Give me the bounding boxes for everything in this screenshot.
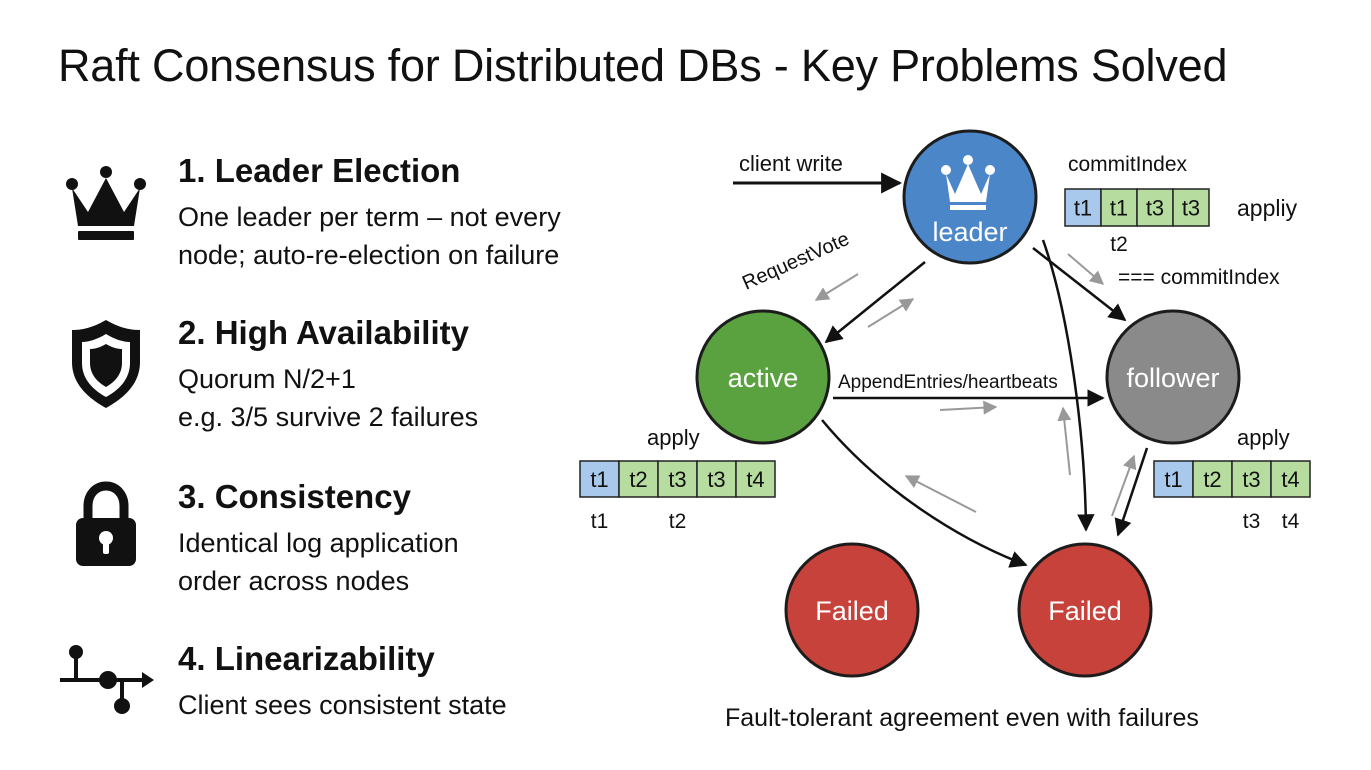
problem-description: Quorum N/2+1 e.g. 3/5 survive 2 failures (178, 360, 478, 436)
problem-leader-election: 1. Leader Election One leader per term –… (0, 152, 660, 282)
vote-reply-arrow (814, 273, 859, 301)
problem-high-availability: 2. High Availability Quorum N/2+1 e.g. 3… (0, 314, 660, 444)
log-cell (618, 460, 659, 498)
log-cell-text: t1 (1164, 467, 1182, 492)
problem-title: 1. Leader Election (178, 152, 461, 189)
problem-line: order across nodes (178, 566, 410, 596)
log-cell (735, 460, 776, 498)
log-cell-text: t3 (1146, 196, 1164, 221)
log-cell-text: t1 (590, 467, 608, 492)
leader-apply-label: appliy (1237, 195, 1298, 221)
node-label: Failed (815, 596, 889, 626)
node-label: leader (932, 217, 1007, 247)
commit-index-equal-label: === commitIndex (1118, 266, 1280, 289)
follower-failed-ack-arrow (1111, 454, 1137, 517)
log-cell-text: t3 (1242, 467, 1260, 492)
log-term-label: t3 (1243, 510, 1261, 533)
leader-follower-ack-arrow (1067, 253, 1105, 285)
problem-consistency: 3. Consistency Identical log application… (0, 478, 660, 608)
log-term-label: t2 (669, 510, 687, 533)
diagram-caption: Fault-tolerant agreement even with failu… (725, 704, 1199, 732)
problem-line: Client sees consistent state (178, 690, 507, 720)
log-active: t1 t1 t2 t3 t2 t3 t4 (579, 460, 776, 533)
log-term-label: t2 (1110, 233, 1128, 256)
log-cell (1153, 460, 1194, 498)
problem-description: One leader per term – not every node; au… (178, 198, 561, 274)
problem-line: node; auto-re-election on failure (178, 240, 560, 270)
lock-icon (58, 478, 154, 574)
crown-icon (58, 158, 154, 254)
active-to-failed-arrow (821, 419, 1028, 568)
node-failed-right: Failed (1017, 542, 1153, 678)
problem-line: Identical log application (178, 528, 459, 558)
node-label: follower (1126, 363, 1219, 393)
leader-to-failed-arrow (1041, 239, 1095, 532)
problem-linearizability: 4. Linearizability Client sees consisten… (0, 640, 660, 770)
node-follower: follower (1105, 309, 1241, 445)
problem-line: Quorum N/2+1 (178, 364, 356, 394)
problem-description: Client sees consistent state (178, 686, 507, 724)
problem-description: Identical log application order across n… (178, 524, 459, 600)
follower-apply-label: apply (1237, 425, 1290, 450)
vote-response-arrow (867, 298, 915, 328)
commit-index-label: commitIndex (1068, 153, 1188, 176)
append-reply-arrow (939, 400, 998, 415)
problem-title: 4. Linearizability (178, 640, 435, 677)
log-cell (1172, 188, 1210, 227)
log-cell-text: t3 (1182, 196, 1200, 221)
log-cell-text: t2 (629, 467, 647, 492)
node-failed-left: Failed (784, 542, 920, 678)
append-entries-label: AppendEntries/heartbeats (838, 372, 1058, 393)
log-cell-text: t4 (746, 467, 764, 492)
failed-to-active-ack-arrow (904, 475, 977, 513)
problem-title: 2. High Availability (178, 314, 469, 351)
log-term-label: t1 (591, 510, 609, 533)
node-label: Failed (1048, 596, 1122, 626)
node-active: active (695, 309, 831, 445)
log-cell (1136, 188, 1174, 227)
log-cell (1270, 460, 1311, 498)
log-leader: t1 t1 t2 t3 t3 (1064, 188, 1210, 256)
page-title: Raft Consensus for Distributed DBs - Key… (58, 40, 1228, 91)
log-cell-text: t3 (707, 467, 725, 492)
problem-line: e.g. 3/5 survive 2 failures (178, 402, 479, 432)
log-cell (1100, 188, 1138, 227)
request-vote-label: RequestVote (739, 228, 853, 295)
problem-title: 3. Consistency (178, 478, 411, 515)
request-vote-arrow (824, 261, 926, 344)
shield-icon (58, 316, 154, 412)
crown-icon (941, 155, 995, 210)
node-leader: leader (902, 129, 1038, 265)
log-cell-text: t1 (1110, 196, 1128, 221)
log-cell (1064, 188, 1102, 227)
log-term-label: t4 (1282, 510, 1300, 533)
log-cell (1192, 460, 1233, 498)
log-cell (1231, 460, 1272, 498)
log-cell-text: t4 (1281, 467, 1299, 492)
usb-branch-icon (58, 640, 154, 736)
log-cell-text: t1 (1074, 196, 1092, 221)
log-cell-text: t3 (668, 467, 686, 492)
leader-to-follower-arrow (1032, 247, 1127, 322)
failed-to-leader-ack-arrow (1057, 406, 1072, 476)
client-write-label: client write (739, 151, 843, 176)
log-cell-text: t2 (1203, 467, 1221, 492)
node-label: active (728, 363, 799, 393)
follower-to-failed-arrow (1114, 447, 1149, 537)
problem-line: One leader per term – not every (178, 202, 561, 232)
log-cell (579, 460, 620, 498)
active-apply-label: apply (647, 425, 700, 450)
log-follower: t1 t2 t3 t3 t4 t4 (1153, 460, 1311, 533)
